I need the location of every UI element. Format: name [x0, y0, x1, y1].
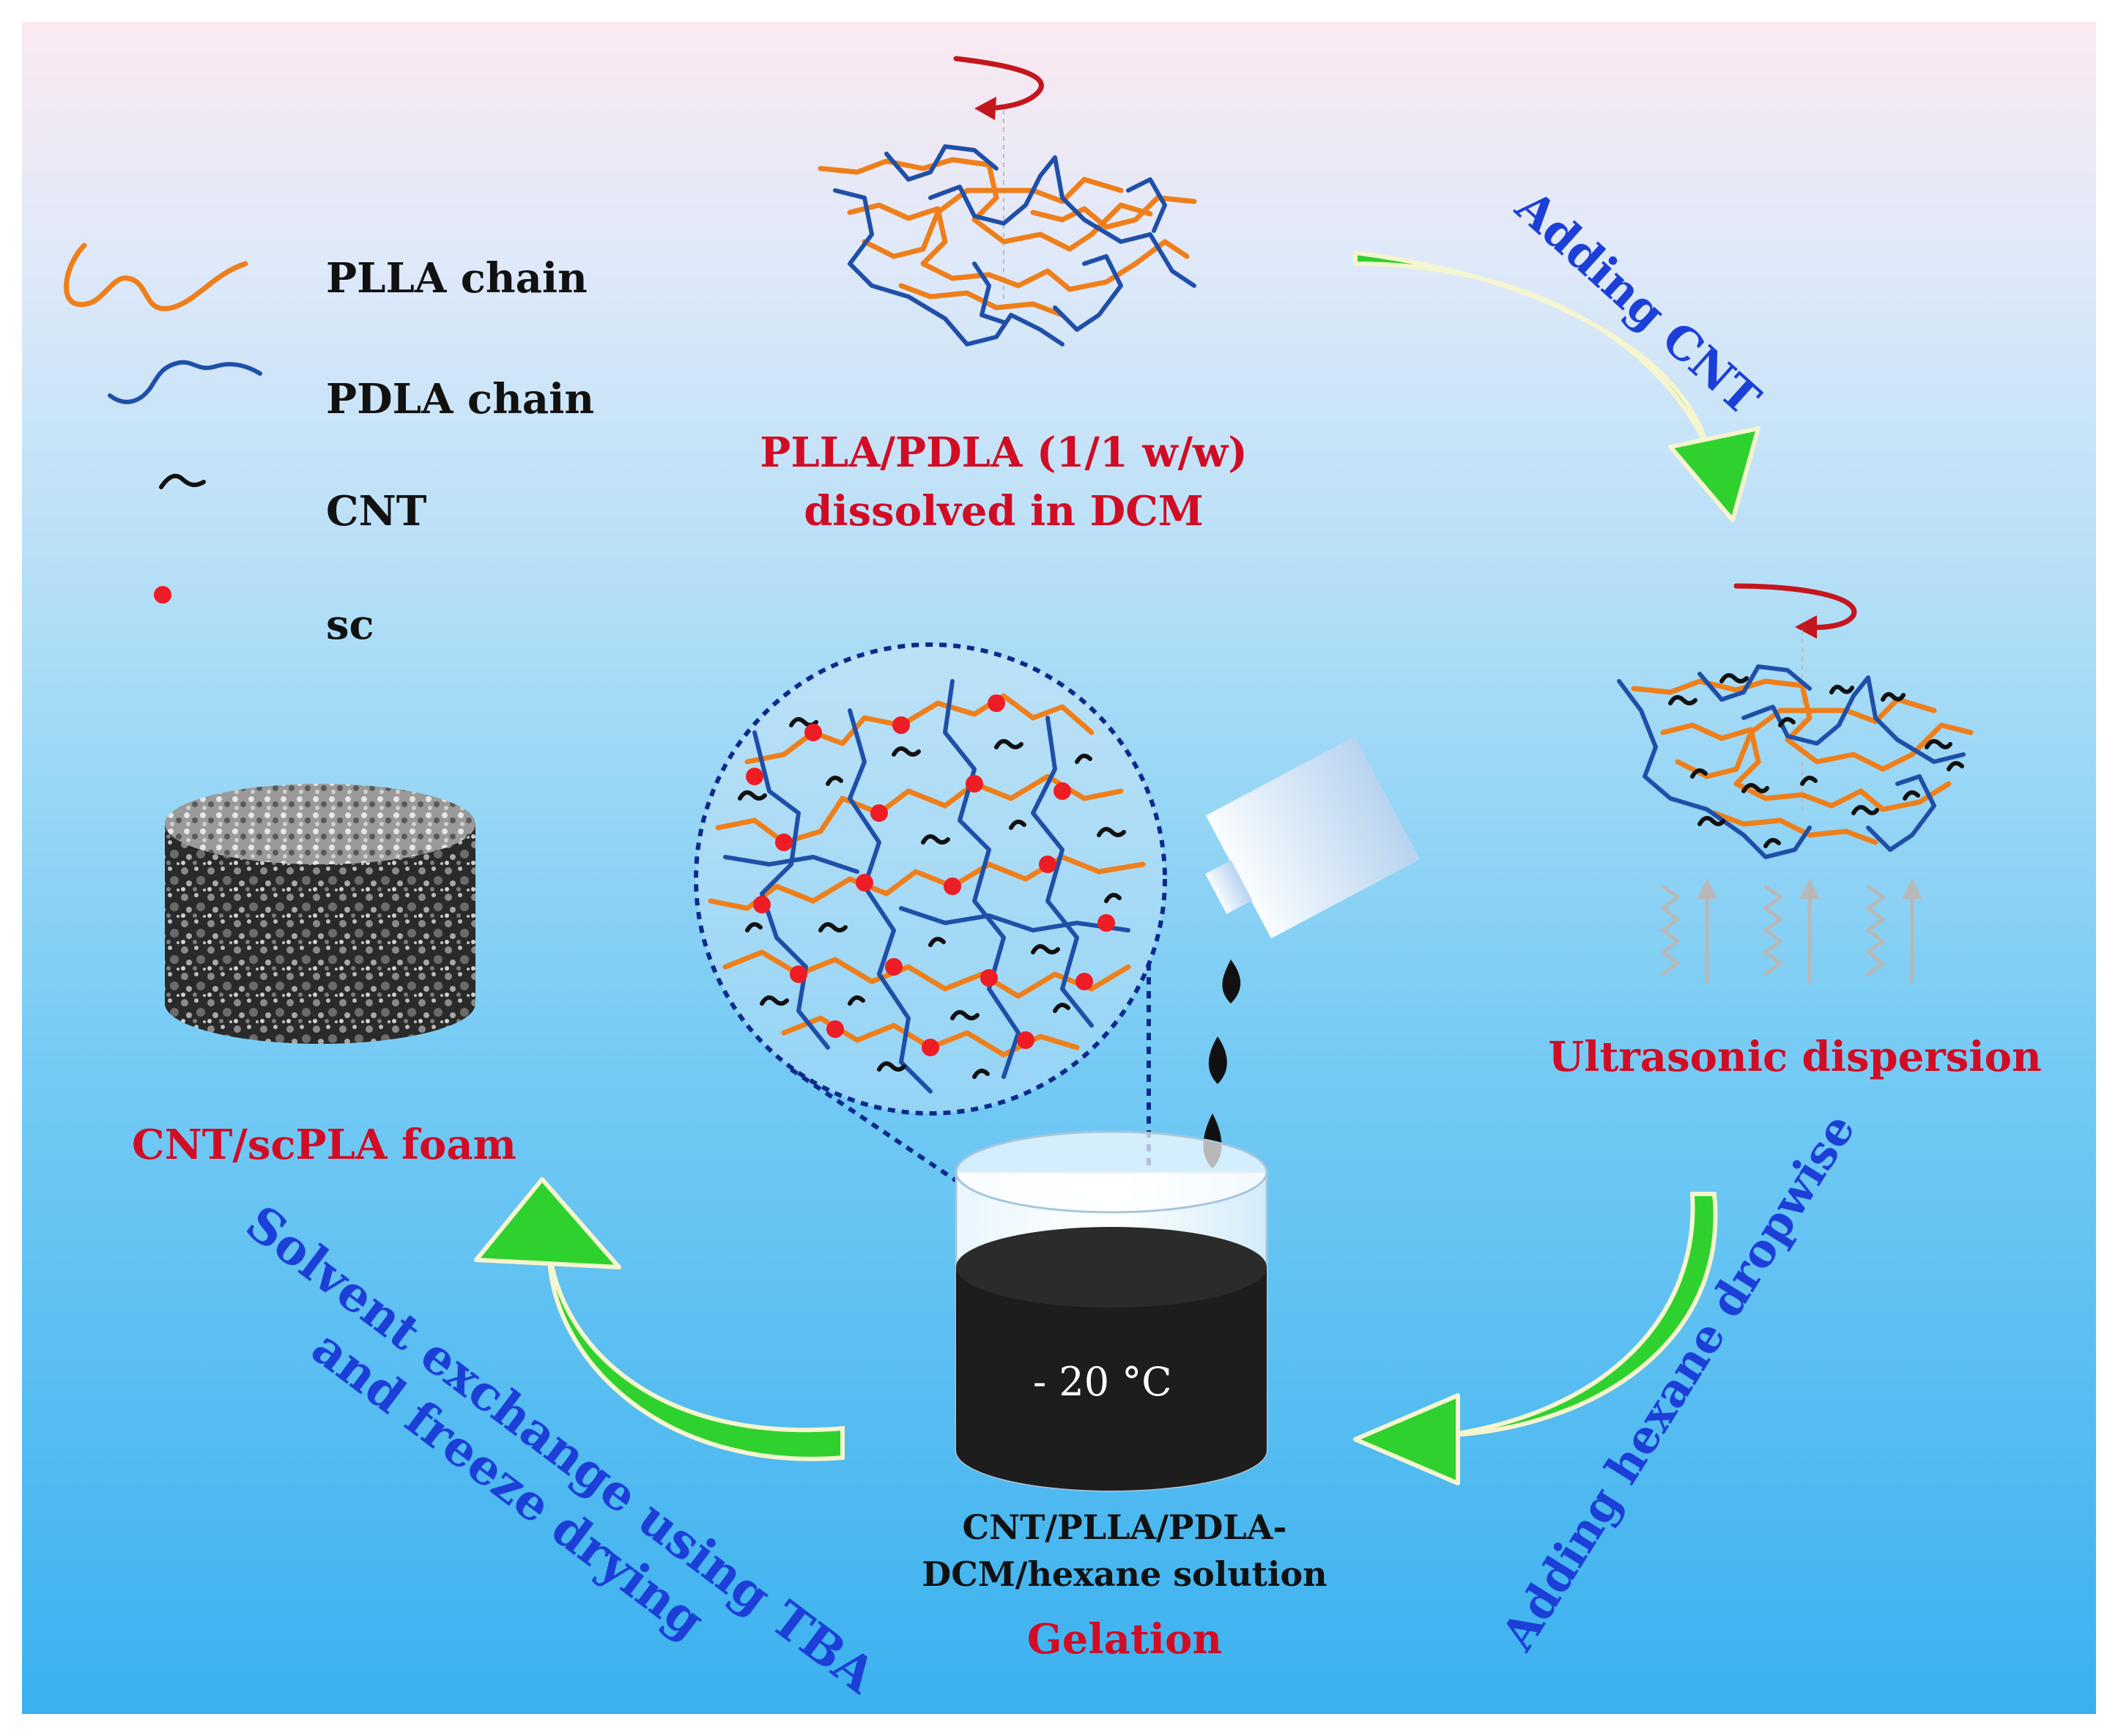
rotation-arrow-top: [953, 56, 1044, 300]
arrow-adding-hexane: [1353, 1192, 1718, 1485]
legend-label-sc: sc: [326, 601, 374, 649]
legend-sc-symbol: [154, 586, 171, 604]
rotation-arrow-right: [1733, 583, 1857, 813]
cnt-polymer-cluster-right: [1617, 664, 1974, 859]
magnified-network: [694, 642, 1167, 1116]
legend-pdla-symbol: [108, 360, 262, 404]
hexane-bottle: [1205, 736, 1421, 939]
start-label-line1: PLLA/PDLA (1/1 w/w): [760, 429, 1248, 477]
legend-plla-symbol: [64, 242, 248, 311]
legend-label-plla: PLLA chain: [326, 254, 588, 303]
solution-label-line2: DCM/hexane solution: [922, 1554, 1328, 1594]
legend-cnt-symbol: [159, 473, 206, 489]
diagram-canvas: PLLA chain PDLA chain CNT sc PLLA/PDLA (…: [22, 22, 2096, 1714]
legend-label-pdla: PDLA chain: [326, 375, 595, 423]
plla-pdla-cluster-top: [818, 144, 1197, 346]
arrow-solvent-exchange: [474, 1177, 845, 1461]
ultrasonic-label: Ultrasonic dispersion: [1548, 1033, 2042, 1081]
diagram-graphics: [64, 56, 1974, 1492]
solution-label-line1: CNT/PLLA/PDLA-: [962, 1507, 1287, 1547]
foam-label: CNT/scPLA foam: [132, 1121, 516, 1169]
ultrasonic-waves: [1659, 878, 1923, 984]
start-label-line2: dissolved in DCM: [804, 487, 1204, 535]
beaker-temperature: - 20 °C: [1033, 1359, 1172, 1405]
foam-cylinder: [165, 784, 475, 1044]
legend-label-cnt: CNT: [326, 487, 427, 535]
gelation-label: Gelation: [1026, 1615, 1223, 1663]
beaker: [955, 1130, 1268, 1492]
arrow-adding-cnt: [1353, 250, 1760, 522]
